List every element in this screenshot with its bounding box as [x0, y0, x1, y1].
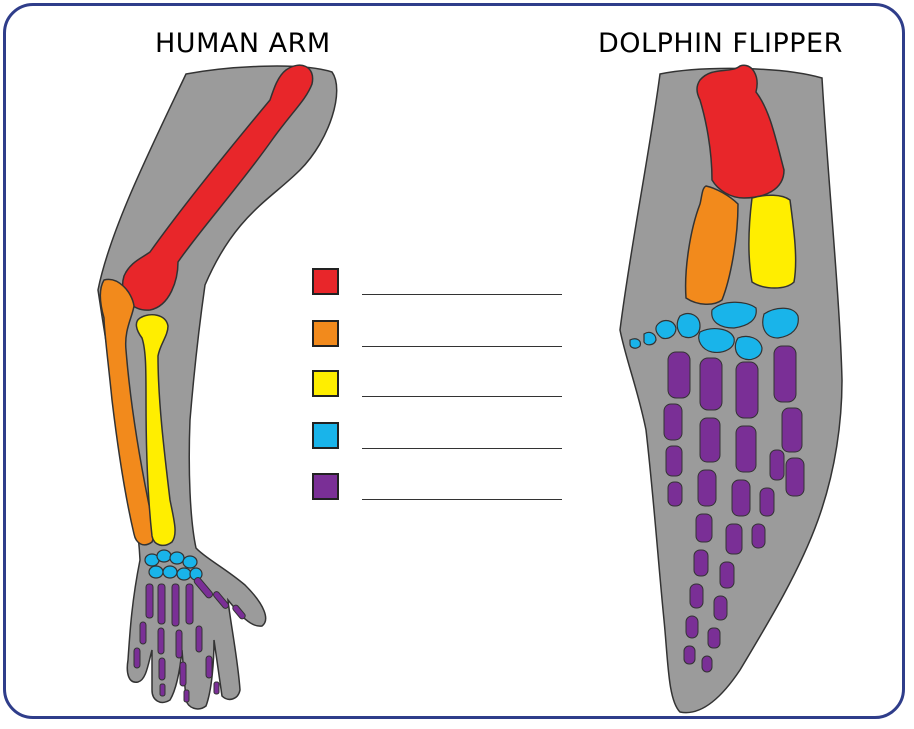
answer-line[interactable]	[362, 294, 562, 295]
dolphin-phalanx	[686, 616, 698, 638]
human-phalanx	[158, 628, 164, 654]
human-arm-outline	[98, 66, 337, 709]
dolphin-phalanx	[708, 628, 720, 648]
dolphin-phalanx	[726, 524, 742, 554]
legend-swatch-blue	[312, 422, 339, 449]
human-carpal-bone	[170, 552, 184, 564]
human-phalanx	[160, 684, 165, 696]
dolphin-phalanx	[732, 480, 750, 516]
legend-swatch-orange	[312, 320, 339, 347]
dolphin-carpal-bone	[699, 329, 734, 353]
dolphin-phalanx	[760, 488, 774, 516]
dolphin-phalanx	[736, 426, 756, 472]
dolphin-phalanx	[666, 446, 682, 476]
legend-row-ulna	[312, 370, 572, 402]
dolphin-phalanx	[720, 562, 734, 588]
human-carpal-bone	[163, 566, 177, 578]
human-phalanx	[159, 658, 165, 680]
human-phalanx	[134, 648, 140, 668]
dolphin-phalanx	[700, 358, 722, 410]
human-phalanx	[158, 584, 165, 624]
dolphin-phalanx	[668, 482, 682, 506]
dolphin-phalanx	[694, 550, 708, 576]
dolphin-carpal-bone	[644, 332, 656, 344]
dolphin-carpal-bone	[656, 321, 676, 339]
answer-line[interactable]	[362, 346, 562, 347]
legend-row-carpals	[312, 422, 572, 454]
legend-row-digits	[312, 473, 572, 505]
human-phalanx	[206, 656, 212, 678]
human-phalanx	[172, 584, 179, 626]
dolphin-carpal-bone	[630, 339, 640, 348]
dolphin-phalanx	[700, 418, 720, 462]
dolphin-phalanx	[752, 524, 765, 548]
dolphin-phalanx	[698, 470, 716, 506]
human-phalanx	[180, 662, 186, 686]
human-phalanx	[186, 584, 193, 624]
dolphin-carpal-bone	[677, 314, 700, 338]
legend-swatch-yellow	[312, 370, 339, 397]
human-phalanx	[176, 630, 182, 658]
dolphin-phalanx	[696, 514, 712, 542]
answer-line[interactable]	[362, 396, 562, 397]
dolphin-phalanx	[684, 646, 695, 664]
dolphin-phalanx	[736, 362, 758, 418]
dolphin-phalanx	[786, 458, 804, 496]
human-phalanx	[196, 626, 202, 652]
human-carpal-bone	[149, 566, 163, 578]
answer-line[interactable]	[362, 448, 562, 449]
legend-row-radius	[312, 320, 572, 352]
human-phalanx	[214, 682, 219, 694]
dolphin-phalanx	[664, 404, 682, 440]
dolphin-phalanx	[782, 408, 802, 452]
dolphin-phalanx	[668, 352, 690, 398]
human-carpal-bone	[183, 556, 197, 568]
legend-swatch-purple	[312, 473, 339, 500]
human-carpal-bone	[177, 568, 191, 580]
dolphin-phalanx	[774, 346, 796, 402]
dolphin-ulna	[749, 195, 796, 288]
dolphin-phalanx	[770, 450, 784, 480]
dolphin-phalanx	[702, 656, 712, 672]
human-phalanx	[146, 584, 153, 618]
human-phalanx	[140, 622, 146, 644]
human-phalanx	[184, 690, 189, 702]
answer-line[interactable]	[362, 499, 562, 500]
legend-swatch-red	[312, 268, 339, 295]
legend-row-humerus	[312, 268, 572, 300]
human-carpal-bone	[157, 550, 171, 562]
dolphin-phalanx	[690, 584, 703, 608]
dolphin-phalanx	[714, 596, 727, 620]
